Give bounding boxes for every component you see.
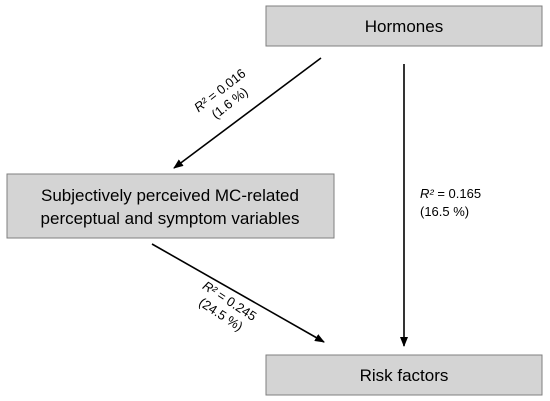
node-hormones-label: Hormones <box>365 17 443 36</box>
node-perceived-line1: Subjectively perceived MC-related <box>41 186 299 205</box>
node-risk-factors-label: Risk factors <box>360 366 449 385</box>
edge-label-hormones-perceived: R² = 0.016 (1.6 %) <box>191 66 251 122</box>
arrow-hormones-to-perceived <box>173 57 322 169</box>
node-hormones-box <box>265 5 543 47</box>
arrow-perceived-to-risk <box>151 243 325 343</box>
node-risk-factors-box <box>265 354 543 396</box>
node-perceived: Subjectively perceived MC-related percep… <box>6 173 335 239</box>
edge-label-hormones-risk: R² = 0.165 (16.5 %) <box>420 186 481 219</box>
node-risk-factors: Risk factors <box>265 354 543 396</box>
node-hormones: Hormones <box>265 5 543 47</box>
node-perceived-line2: perceptual and symptom variables <box>41 209 300 228</box>
edge-label-perceived-risk: R² = 0.245 (24.5 %) <box>196 278 259 334</box>
node-perceived-box <box>6 173 335 239</box>
edge-label-hormones-risk-r2: R² = 0.165 <box>420 186 481 201</box>
edge-label-hormones-risk-percent: (16.5 %) <box>420 204 469 219</box>
